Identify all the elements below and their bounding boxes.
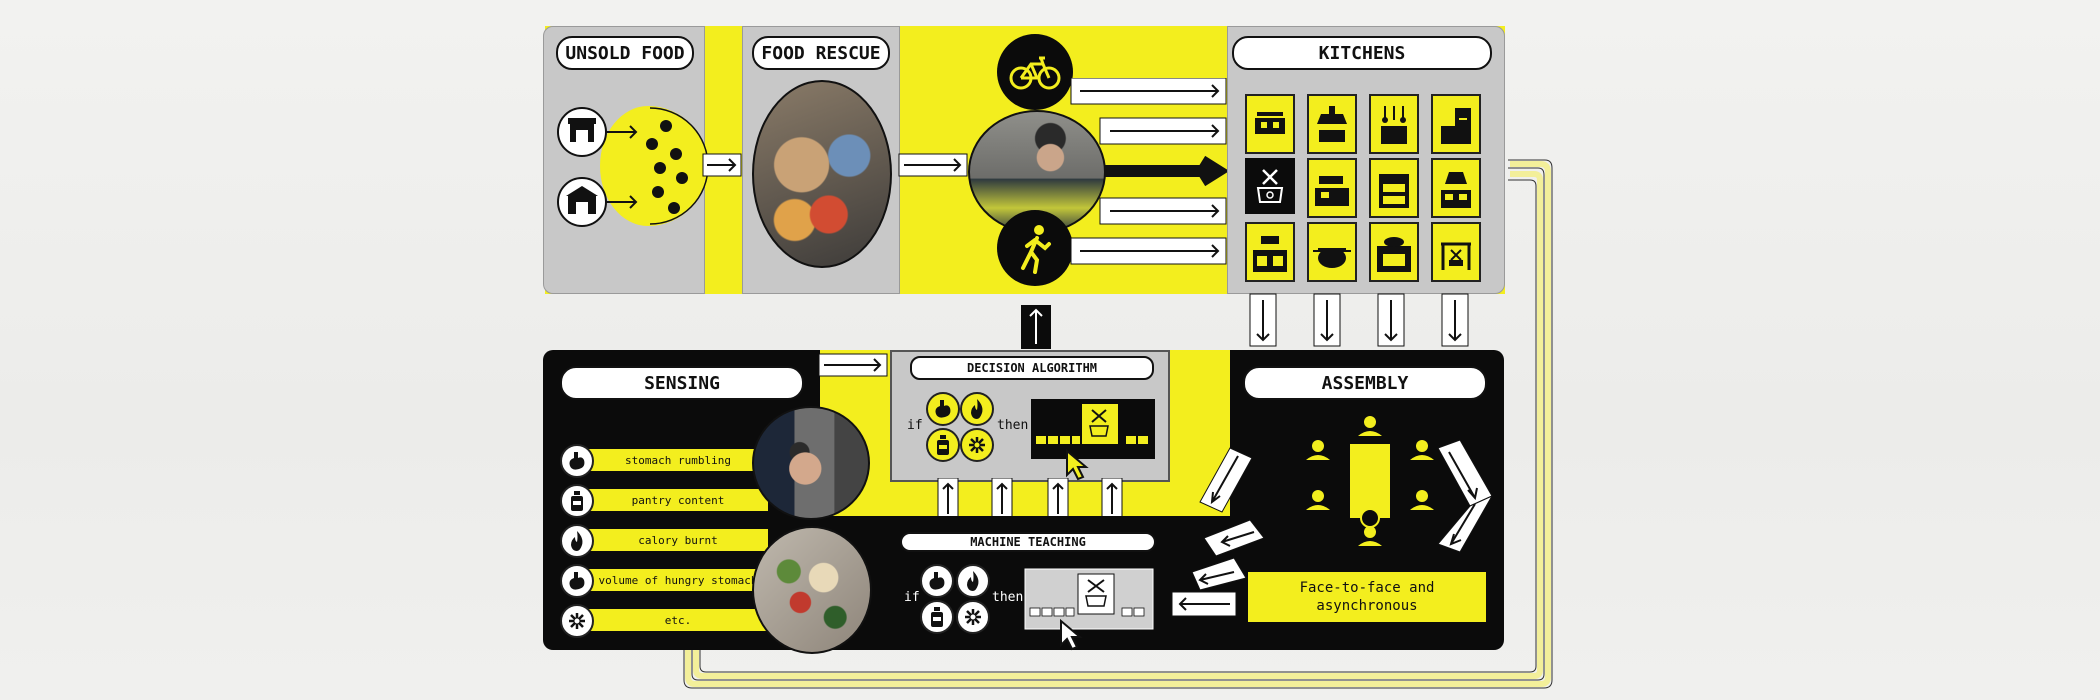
unsold-food-title: UNSOLD FOOD bbox=[556, 36, 694, 70]
assembly-table-diagram bbox=[1306, 416, 1434, 546]
fridge-icon bbox=[1441, 108, 1471, 144]
sensing-item-label: pantry content bbox=[588, 489, 768, 511]
table-icon bbox=[1441, 242, 1471, 270]
walking-person-icon bbox=[1021, 225, 1051, 274]
arrow-unsold-to-rescue bbox=[702, 153, 742, 177]
stomach-icon bbox=[920, 564, 954, 598]
food-rescue-title: FOOD RESCUE bbox=[752, 36, 890, 70]
bottle-icon bbox=[926, 428, 960, 462]
kitchen-tile-selected[interactable] bbox=[1245, 158, 1295, 214]
kitchen-tile[interactable] bbox=[1431, 94, 1481, 154]
stomach-icon bbox=[926, 392, 960, 426]
kitchen-tile[interactable] bbox=[1307, 94, 1357, 154]
machine-teaching-title: MACHINE TEACHING bbox=[900, 532, 1156, 552]
cursor-icon bbox=[1066, 448, 1089, 481]
asterisk-icon bbox=[560, 604, 594, 638]
flame-icon bbox=[956, 564, 990, 598]
kitchen-unit-icon bbox=[1253, 236, 1287, 272]
kitchen-tile[interactable] bbox=[1369, 94, 1419, 154]
wrist-photo bbox=[752, 406, 870, 520]
kitchen-icon bbox=[1255, 112, 1285, 134]
asterisk-icon bbox=[956, 600, 990, 634]
utensils-cabinet-icon bbox=[1381, 106, 1407, 144]
flame-icon bbox=[560, 524, 594, 558]
stomach-icon bbox=[560, 564, 594, 598]
kitchen-tile[interactable] bbox=[1369, 158, 1419, 218]
kitchen-tile[interactable] bbox=[1307, 222, 1357, 282]
sensing-item-label: etc. bbox=[588, 609, 768, 631]
decision-up-arrow bbox=[1021, 305, 1051, 349]
decision-if-label: if bbox=[907, 418, 923, 433]
sensing-item-label: volume of hungry stomach bbox=[588, 569, 768, 591]
assembly-note-box: Face-to-face and asynchronous bbox=[1248, 572, 1486, 622]
asterisk-icon bbox=[960, 428, 994, 462]
oven-icon bbox=[1377, 237, 1411, 272]
pantry-photo bbox=[752, 526, 872, 654]
kitchen-tile[interactable] bbox=[1369, 222, 1419, 282]
kitchen-tile[interactable] bbox=[1431, 158, 1481, 218]
stove-icon bbox=[1379, 174, 1409, 208]
bottle-icon bbox=[560, 484, 594, 518]
flame-icon bbox=[960, 392, 994, 426]
bottle-icon bbox=[920, 600, 954, 634]
food-rescue-photo bbox=[752, 80, 892, 268]
bike-circle bbox=[997, 34, 1073, 110]
teaching-output-screen bbox=[1024, 568, 1154, 630]
decision-output-screen bbox=[1031, 399, 1155, 459]
cursor-icon bbox=[1060, 618, 1083, 651]
delivery-arrows bbox=[1070, 78, 1230, 265]
teaching-if-label: if bbox=[904, 590, 920, 605]
kitchen-tile[interactable] bbox=[1431, 222, 1481, 282]
range-hood-icon bbox=[1317, 106, 1347, 142]
sensing-item-label: stomach rumbling bbox=[588, 449, 768, 471]
decision-then-label: then bbox=[997, 418, 1029, 433]
cooking-pot-icon bbox=[1256, 169, 1284, 203]
kitchens-title: KITCHENS bbox=[1232, 36, 1492, 70]
sensing-item-label: calory burnt bbox=[588, 529, 768, 551]
decision-algorithm-title: DECISION ALGORITHM bbox=[910, 356, 1154, 380]
arrow-rescue-to-delivery bbox=[898, 153, 968, 177]
walker-circle bbox=[997, 210, 1073, 286]
kitchen-tile[interactable] bbox=[1307, 158, 1357, 218]
assembly-loop-arrows bbox=[1171, 440, 1494, 617]
unsold-food-diagram bbox=[557, 106, 708, 227]
stomach-icon bbox=[560, 444, 594, 478]
hood-cabinet-icon bbox=[1441, 172, 1471, 208]
assembly-note-text: Face-to-face and asynchronous bbox=[1299, 580, 1435, 614]
teaching-then-label: then bbox=[992, 590, 1024, 605]
bike-icon bbox=[1009, 56, 1061, 90]
counter-icon bbox=[1315, 176, 1349, 206]
pot-icon bbox=[1313, 248, 1351, 268]
kitchen-tile[interactable] bbox=[1245, 222, 1295, 282]
kitchen-tile[interactable] bbox=[1245, 94, 1295, 154]
kitchen-down-arrows bbox=[1249, 293, 1469, 347]
sensing-title: SENSING bbox=[560, 366, 804, 400]
teaching-up-arrows bbox=[937, 478, 1123, 519]
assembly-title: ASSEMBLY bbox=[1243, 366, 1487, 400]
arrow-sensing-to-decision bbox=[818, 353, 888, 377]
